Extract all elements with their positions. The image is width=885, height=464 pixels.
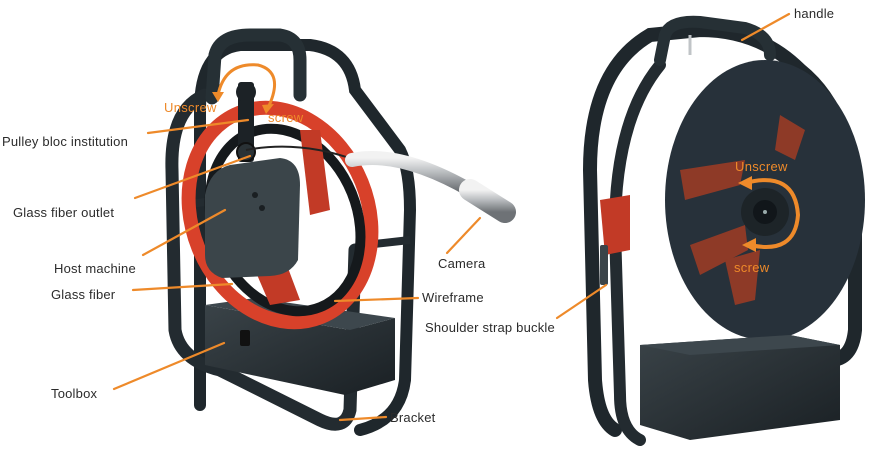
label-camera: Camera	[438, 256, 486, 271]
right-reel-device	[582, 15, 865, 446]
leader-glass-fiber-outlet	[133, 154, 252, 200]
label-pulley-bloc-institution: Pulley bloc institution	[2, 134, 128, 149]
leader-pulley	[146, 118, 250, 135]
label-handle: handle	[794, 6, 835, 21]
leader-glass-fiber	[131, 282, 234, 292]
leader-host-machine	[141, 208, 227, 257]
label-toolbox: Toolbox	[51, 386, 98, 401]
leader-toolbox	[112, 341, 226, 391]
label-glass-fiber: Glass fiber	[51, 287, 116, 302]
leader-handle	[740, 12, 791, 42]
label-shoulder-strap-buckle: Shoulder strap buckle	[425, 320, 555, 335]
leader-lines	[112, 12, 791, 422]
left-reel-device	[165, 28, 516, 436]
label-bracket: Bracket	[390, 410, 436, 425]
label-wireframe: Wireframe	[422, 290, 484, 305]
rotation-unscrew-left: Unscrew	[164, 100, 217, 115]
label-host-machine: Host machine	[54, 261, 136, 276]
leader-bracket	[338, 415, 388, 422]
leader-shoulder-strap-buckle	[555, 283, 608, 320]
label-glass-fiber-outlet: Glass fiber outlet	[13, 205, 115, 220]
leader-camera	[445, 216, 482, 255]
rotation-screw-left: screw	[268, 110, 304, 125]
leader-wireframe	[333, 296, 420, 303]
rotation-screw-right: screw	[734, 260, 770, 275]
rotation-unscrew-right: Unscrew	[735, 159, 788, 174]
